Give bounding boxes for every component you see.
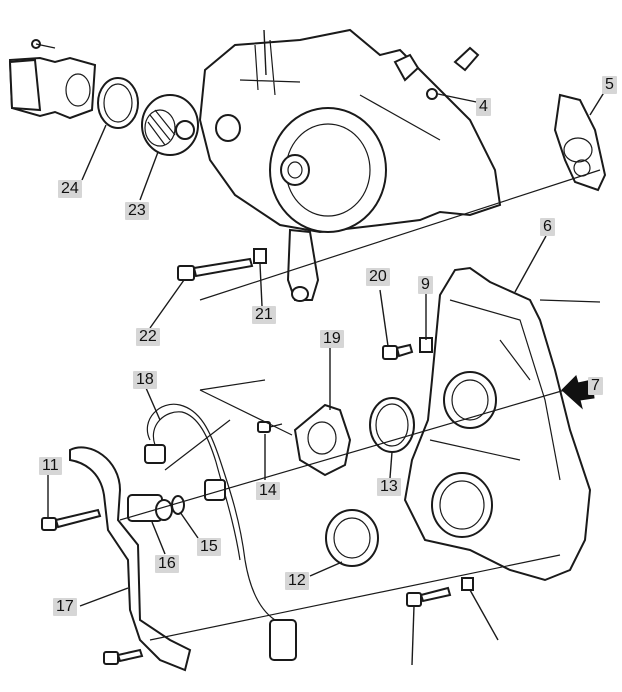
washer-lower xyxy=(461,577,474,591)
callout-label: 7 xyxy=(588,377,603,395)
callout-label: 11 xyxy=(39,457,62,475)
thermostat-housing xyxy=(8,39,97,120)
harness-bracket xyxy=(69,446,192,672)
front-cover xyxy=(403,266,592,582)
callout-label: 23 xyxy=(125,202,149,220)
washer-9 xyxy=(419,337,433,353)
thermostat xyxy=(141,94,199,156)
bolt-lower-cover xyxy=(406,586,452,607)
gasket xyxy=(553,93,607,192)
callout-label: 24 xyxy=(58,180,82,198)
callout-label: 15 xyxy=(197,538,221,556)
callout-label: 19 xyxy=(320,330,344,348)
callout-label: 21 xyxy=(252,306,276,324)
camshaft-sensor xyxy=(127,494,173,522)
callout-label: 14 xyxy=(256,482,280,500)
temperature-sensor xyxy=(426,46,480,100)
callout-label: 4 xyxy=(476,98,491,116)
callout-label: 9 xyxy=(418,276,433,294)
leader-lines xyxy=(47,29,609,666)
callout-label: 17 xyxy=(53,598,77,616)
callout-label: 6 xyxy=(540,218,555,236)
callout-label: 12 xyxy=(285,572,309,590)
callout-label: 16 xyxy=(155,555,179,573)
sensor-o-ring xyxy=(171,495,185,515)
washer-21 xyxy=(253,248,267,264)
callout-label: 5 xyxy=(602,76,617,94)
bolt-bracket-lower xyxy=(103,648,144,665)
sensor-bracket xyxy=(293,403,352,477)
callout-label: 13 xyxy=(377,478,401,496)
wiring-harness xyxy=(146,403,276,621)
bolt-14 xyxy=(257,421,283,433)
bolt-22 xyxy=(177,257,254,281)
water-pump-assembly xyxy=(198,28,502,302)
bolt-20 xyxy=(382,343,414,360)
callout-label: 18 xyxy=(133,371,157,389)
callout-label: 20 xyxy=(366,268,390,286)
bolt-11 xyxy=(41,508,102,531)
callout-label: 22 xyxy=(136,328,160,346)
